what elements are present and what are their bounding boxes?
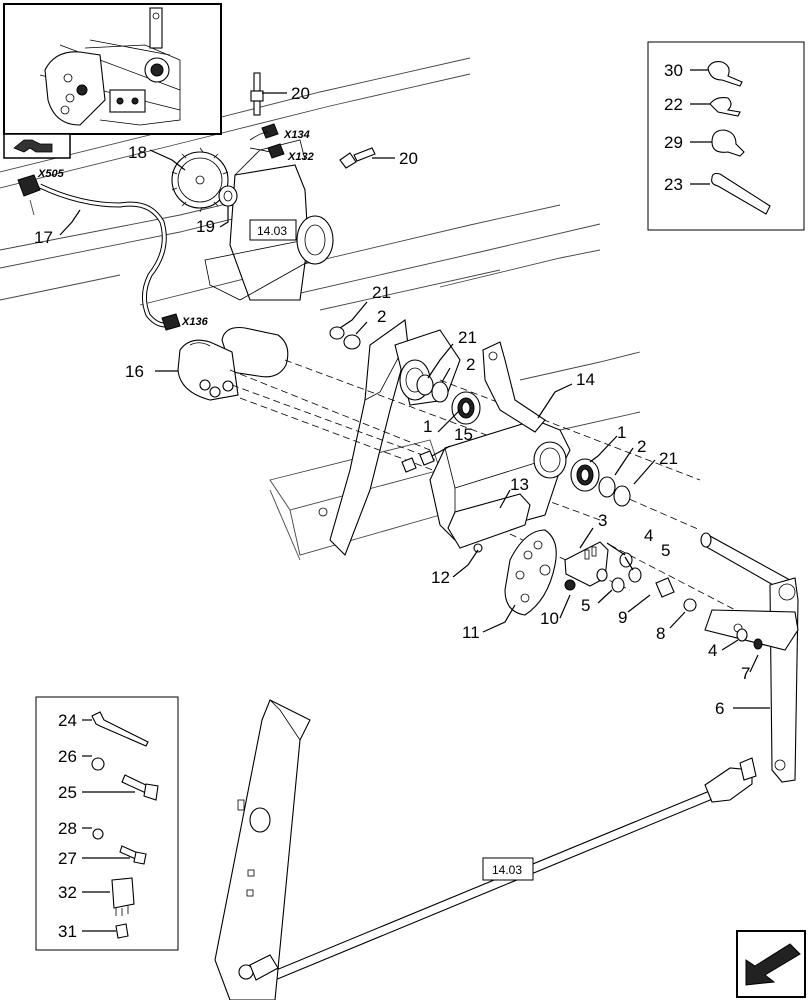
callout-4-b: 4 — [708, 641, 717, 660]
spacer-9 — [655, 577, 697, 612]
sensor-wires — [249, 131, 271, 153]
clip-30-icon — [707, 61, 743, 87]
reference-box-top[interactable]: 14.03 — [249, 219, 297, 241]
nut-10 — [564, 579, 576, 591]
callout-5-a: 5 — [661, 541, 670, 560]
rivet-24-icon — [91, 711, 149, 747]
overview-thumbnail — [3, 3, 222, 135]
hardware-legend-box: 24 26 25 28 27 32 31 — [35, 696, 179, 951]
relay-32-icon — [111, 877, 135, 909]
callout-10: 10 — [540, 609, 559, 628]
label-x132: X132 — [287, 151, 314, 163]
callout-1-a: 1 — [423, 417, 432, 436]
fuse-31-icon — [115, 923, 129, 939]
callout-16: 16 — [125, 362, 144, 381]
callout-18: 18 — [128, 143, 147, 162]
washer-19 — [218, 185, 238, 207]
connector-x134 — [261, 123, 279, 139]
thumbnail-return-button[interactable] — [3, 133, 71, 159]
reference-top-text: 14.03 — [257, 224, 287, 238]
callout-14: 14 — [576, 370, 595, 389]
callout-13: 13 — [510, 475, 529, 494]
actuator-16 — [177, 326, 289, 401]
callout-8: 8 — [656, 624, 665, 643]
callout-20-top: 20 — [291, 84, 310, 103]
callout-21-a: 21 — [372, 283, 391, 302]
legend-26: 26 — [58, 747, 77, 766]
cam-disc — [504, 529, 557, 616]
callout-3: 3 — [598, 511, 607, 530]
connector-labels: X505 X134 X132 X136 — [37, 129, 314, 328]
legend-27: 27 — [58, 849, 77, 868]
legend-31: 31 — [58, 922, 77, 941]
callout-9: 9 — [618, 608, 627, 627]
reference-bottom-text: 14.03 — [492, 863, 522, 877]
callout-20-side: 20 — [399, 149, 418, 168]
legend-25: 25 — [58, 783, 77, 802]
label-x134: X134 — [283, 129, 310, 141]
arrow-next-icon — [745, 943, 801, 986]
legend-29: 29 — [664, 133, 683, 152]
lever-arm — [700, 532, 799, 783]
callout-5-b: 5 — [581, 596, 590, 615]
cover-plate — [447, 493, 531, 549]
callout-7: 7 — [741, 664, 750, 683]
callout-19: 19 — [196, 217, 215, 236]
wiring-harness — [17, 174, 181, 331]
rings — [329, 326, 631, 507]
sprocket — [171, 147, 229, 213]
legend-28: 28 — [58, 819, 77, 838]
lower-lever — [214, 699, 311, 1000]
callout-6: 6 — [715, 699, 724, 718]
bearing-left — [451, 391, 481, 425]
nut-28-icon — [92, 828, 104, 840]
clip-22-icon — [709, 97, 741, 117]
nut-26-icon — [91, 757, 105, 771]
sensor-side — [339, 147, 376, 169]
callout-12: 12 — [431, 568, 450, 587]
callout-21-c: 21 — [659, 449, 678, 468]
callout-2-a: 2 — [377, 307, 386, 326]
leader-lines — [59, 92, 770, 709]
legend-23: 23 — [664, 175, 683, 194]
connector-x132 — [267, 143, 285, 159]
callout-4-a: 4 — [644, 526, 653, 545]
callout-11: 11 — [462, 623, 480, 642]
callout-15: 15 — [454, 425, 473, 444]
bearing-right — [570, 458, 600, 492]
legend-32: 32 — [58, 883, 77, 902]
callout-17: 17 — [34, 228, 53, 247]
arrow-return-icon — [13, 139, 53, 153]
clip-29-icon — [711, 129, 745, 157]
reference-box-bottom[interactable]: 14.03 — [482, 857, 534, 881]
legend-22: 22 — [664, 95, 683, 114]
sensor-top — [250, 72, 264, 116]
callout-labels: 18 17 19 20 20 16 21 2 21 2 14 1 15 1 2 … — [34, 84, 750, 718]
callout-21-b: 21 — [458, 328, 477, 347]
pins-15 — [401, 450, 435, 473]
cable-tie-23-icon — [711, 172, 771, 215]
legend-30: 30 — [664, 61, 683, 80]
clips-legend-box: 30 22 29 23 — [647, 41, 805, 231]
legend-24: 24 — [58, 711, 77, 730]
next-page-button[interactable] — [736, 930, 806, 998]
callout-2-c: 2 — [637, 437, 646, 456]
label-x136: X136 — [181, 316, 209, 328]
label-x505: X505 — [37, 168, 65, 180]
callout-2-b: 2 — [466, 355, 475, 374]
callout-1-b: 1 — [617, 423, 626, 442]
